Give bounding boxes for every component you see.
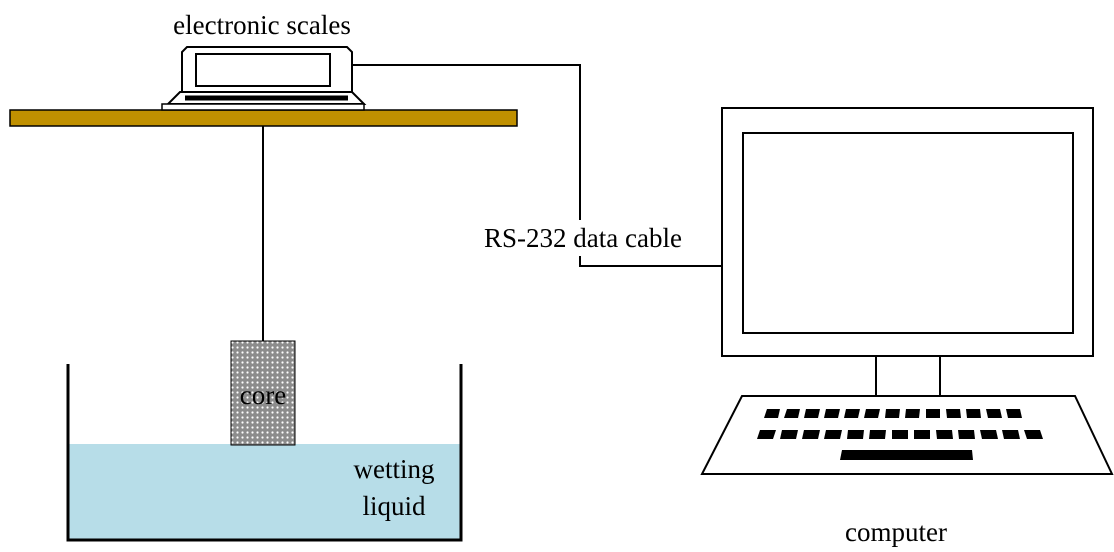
core-label: core — [240, 380, 286, 410]
keyboard-spacebar — [840, 450, 973, 460]
monitor-stand — [875, 355, 941, 397]
wetting-liquid — [68, 444, 461, 540]
liquid-label-line1: wetting — [354, 454, 435, 484]
shelf — [9, 109, 518, 127]
core-sample — [230, 340, 296, 446]
keyboard — [700, 395, 1114, 475]
computer-label: computer — [845, 517, 947, 547]
cable-label: RS-232 data cable — [484, 223, 682, 253]
monitor-screen — [742, 132, 1074, 334]
electronic-scales — [161, 46, 367, 111]
scales-display — [195, 53, 331, 87]
computer-monitor — [721, 107, 1094, 397]
data-cable — [352, 64, 722, 267]
liquid-label-line2: liquid — [362, 491, 426, 521]
cable-label-bg — [452, 220, 714, 256]
container — [66, 364, 463, 542]
scales-label: electronic scales — [173, 10, 351, 40]
